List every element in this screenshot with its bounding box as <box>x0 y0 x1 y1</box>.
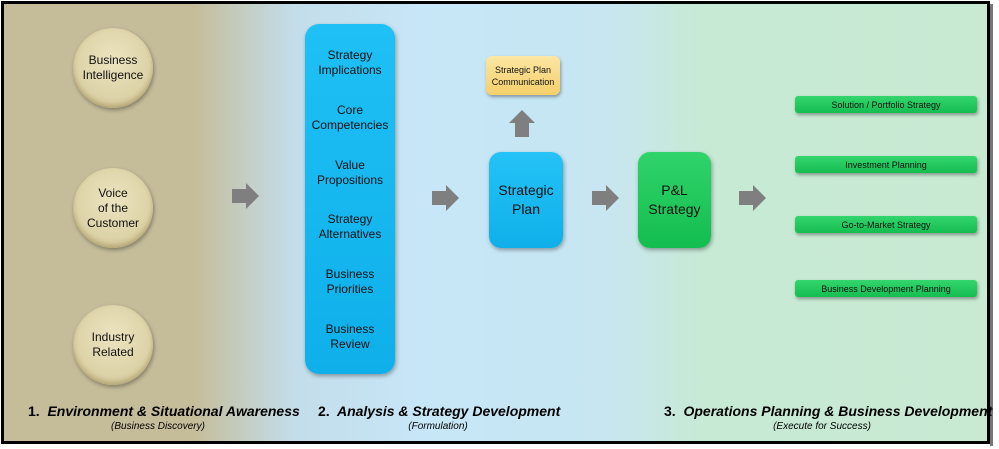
output-business-development: Business Development Planning <box>795 280 977 297</box>
analysis-list: Strategy Implications Core Competencies … <box>305 24 395 374</box>
phase2-title: Analysis & Strategy Development <box>336 403 561 419</box>
phase3-subtitle: (Execute for Success) <box>773 421 871 432</box>
phase2-label: 2. Analysis & Strategy Development (Form… <box>318 403 561 432</box>
pl-strategy-box: P&L Strategy <box>638 152 711 248</box>
analysis-item: Strategy Implications <box>318 48 382 78</box>
phase3-label: 3. Operations Planning & Business Develo… <box>664 403 992 432</box>
analysis-item: Business Review <box>325 321 375 351</box>
circle-voice-of-customer: Voice of the Customer <box>73 168 153 248</box>
arrow-right-icon <box>739 185 766 211</box>
phase1-title: Environment & Situational Awareness <box>47 403 300 419</box>
phase3-number: 3. <box>664 403 676 419</box>
frame-shadow <box>990 4 993 446</box>
output-solution-portfolio: Solution / Portfolio Strategy <box>795 96 977 113</box>
phase1-label: 1. Environment & Situational Awareness (… <box>28 403 300 432</box>
arrow-right-icon <box>232 183 259 209</box>
circle-business-intelligence: Business Intelligence <box>73 28 153 108</box>
output-go-to-market: Go-to-Market Strategy <box>795 216 977 233</box>
strategic-plan-communication-box: Strategic Plan Communication <box>486 56 560 95</box>
strategic-plan-box: Strategic Plan <box>489 152 563 248</box>
phase2-number: 2. <box>318 403 330 419</box>
analysis-item: Core Competencies <box>311 102 389 132</box>
phase3-title: Operations Planning & Business Developme… <box>683 403 993 419</box>
phase1-subtitle: (Business Discovery) <box>111 421 205 432</box>
phase1-number: 1. <box>28 403 40 419</box>
analysis-item: Business Priorities <box>325 266 375 296</box>
circle-industry-related: Industry Related <box>73 305 153 385</box>
analysis-item: Strategy Alternatives <box>318 212 382 242</box>
arrow-right-icon <box>432 185 459 211</box>
arrow-up-icon <box>509 110 535 137</box>
analysis-item: Value Propositions <box>316 157 384 187</box>
phase2-subtitle: (Formulation) <box>408 421 468 432</box>
output-investment-planning: Investment Planning <box>795 156 977 173</box>
arrow-right-icon <box>592 185 619 211</box>
